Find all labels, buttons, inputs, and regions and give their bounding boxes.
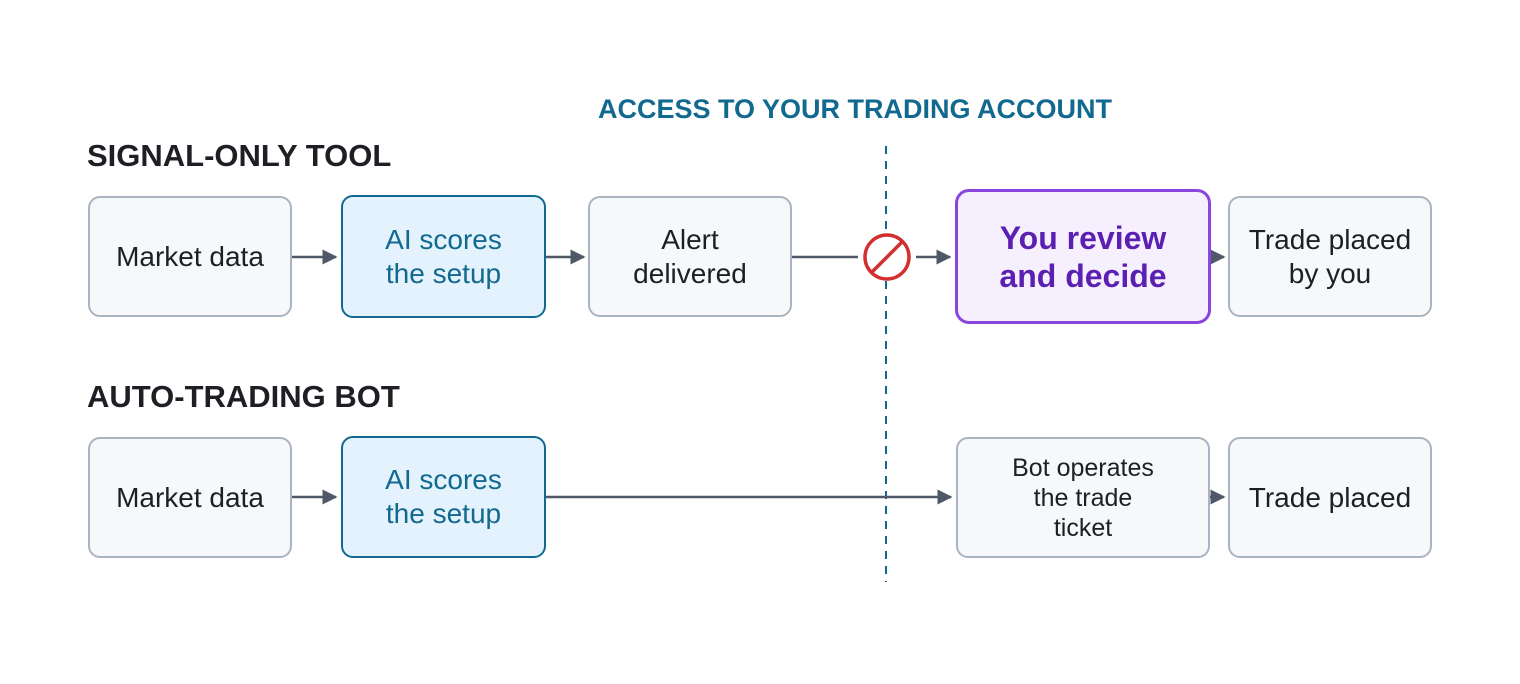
- account-access-label: ACCESS TO YOUR TRADING ACCOUNT: [598, 94, 1113, 124]
- signal-market-data-label: Market data: [116, 240, 264, 272]
- signal-market-data-box: Market data: [88, 196, 292, 317]
- placed-you-line1: Trade placed: [1248, 223, 1412, 255]
- you-review-decide-box: You review and decide: [955, 189, 1211, 324]
- alert-line1: Alert: [661, 223, 719, 255]
- signal-ai-line1: AI scores: [385, 223, 502, 255]
- placed-you-line2: by you: [1288, 257, 1372, 289]
- signal-tool-title: SIGNAL-ONLY TOOL: [87, 138, 392, 173]
- bot-operates-box: Bot operates the trade ticket: [956, 437, 1210, 558]
- operates-line2: the trade: [1033, 483, 1133, 512]
- bot-trade-placed-box: Trade placed: [1228, 437, 1432, 558]
- decide-line1: You review: [999, 219, 1167, 256]
- signal-ai-scores-box: AI scores the setup: [341, 195, 546, 318]
- bot-placed-line1: Trade placed: [1248, 481, 1412, 513]
- trade-placed-by-you-box: Trade placed by you: [1228, 196, 1432, 317]
- operates-line1: Bot operates: [1012, 453, 1154, 482]
- no-entry-icon: [863, 233, 911, 281]
- bot-ai-line1: AI scores: [385, 464, 502, 495]
- signal-ai-line2: the setup: [385, 257, 502, 289]
- alert-line2: delivered: [633, 257, 747, 289]
- alert-delivered-box: Alert delivered: [588, 196, 792, 317]
- bot-market-data-box: Market data: [88, 437, 292, 558]
- bot-ai-scores-box: AI scores the setup: [341, 436, 546, 558]
- bot-market-data-label: Market data: [116, 481, 264, 513]
- decide-line2: and decide: [999, 257, 1167, 294]
- operates-line3: ticket: [1053, 513, 1113, 542]
- bot-title: AUTO-TRADING BOT: [87, 379, 400, 414]
- bot-ai-line2: the setup: [385, 498, 502, 529]
